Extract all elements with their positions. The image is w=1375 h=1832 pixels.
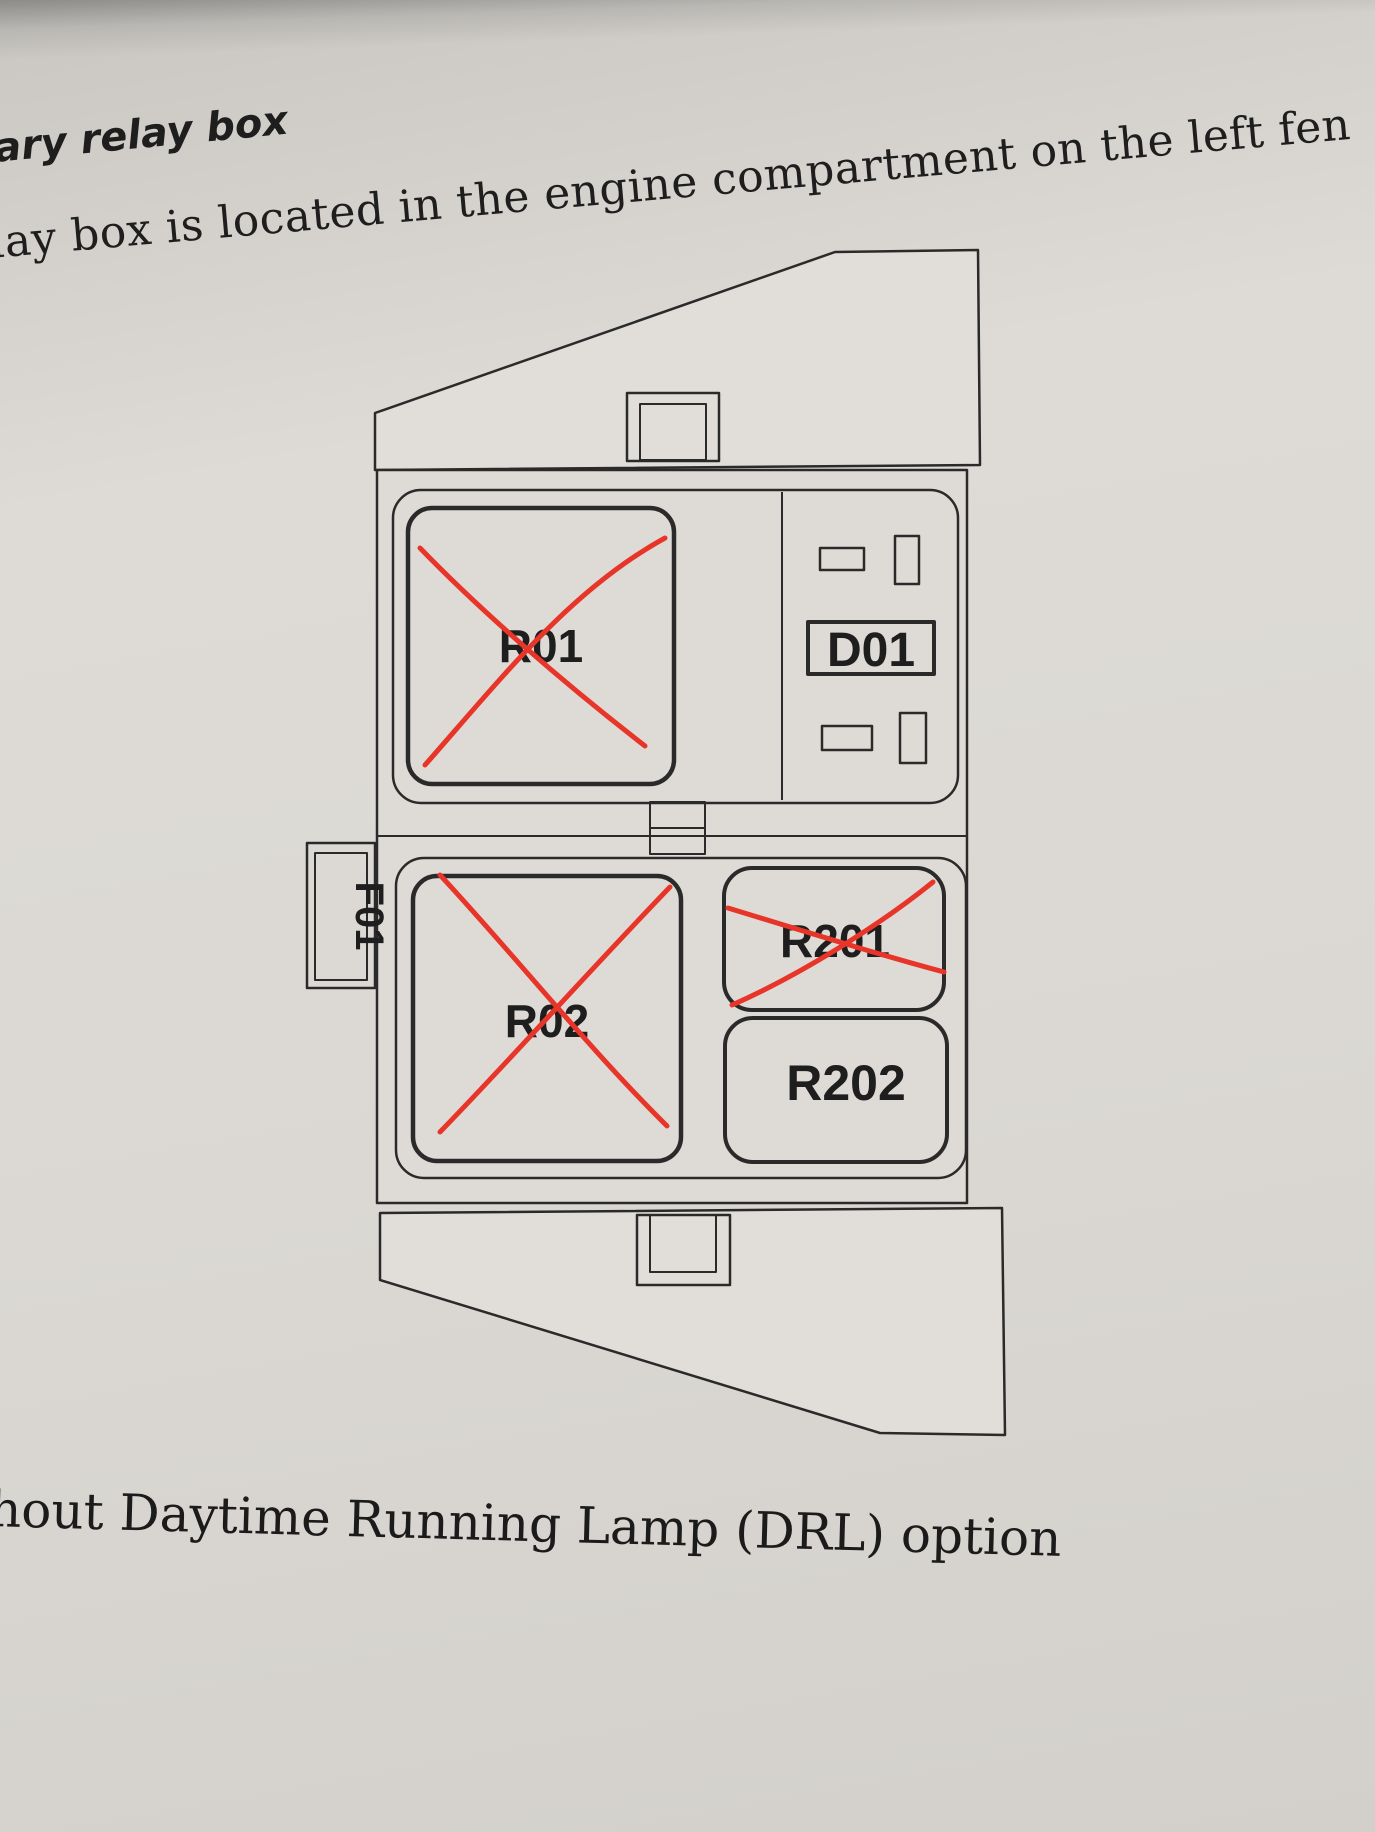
relay-r201	[722, 866, 946, 1012]
fuse-f01-outer	[305, 841, 377, 990]
bottom-tab-inner	[649, 1214, 717, 1273]
relay-r202	[723, 1016, 949, 1164]
r201-cross-mark-a	[725, 905, 947, 975]
relay-r02	[410, 873, 684, 1164]
relay-r01	[405, 505, 677, 787]
fuse-f01-label: F01	[347, 882, 391, 951]
diode-pin-2	[893, 534, 921, 586]
r02-cross-mark-b	[437, 884, 673, 1135]
r01-cross-mark-a	[417, 545, 648, 749]
diode-d01	[806, 620, 936, 676]
relay-r202-label: R202	[786, 1055, 906, 1111]
fuse-f01-inner	[314, 852, 368, 981]
diode-pin-4	[898, 711, 928, 765]
r01-cross-mark-b	[422, 535, 668, 768]
diode-pin-1	[818, 546, 866, 572]
diode-pin-3	[820, 724, 874, 752]
top-tab-inner	[639, 403, 707, 461]
bottom-wedge	[378, 1206, 1007, 1437]
diode-d01-label: D01	[827, 624, 915, 677]
markup-layer	[417, 535, 947, 1135]
r201-cross-mark-b	[729, 879, 936, 1008]
r02-cross-mark-a	[437, 872, 670, 1129]
top-wedge	[373, 248, 982, 472]
lower-bay	[394, 856, 968, 1180]
